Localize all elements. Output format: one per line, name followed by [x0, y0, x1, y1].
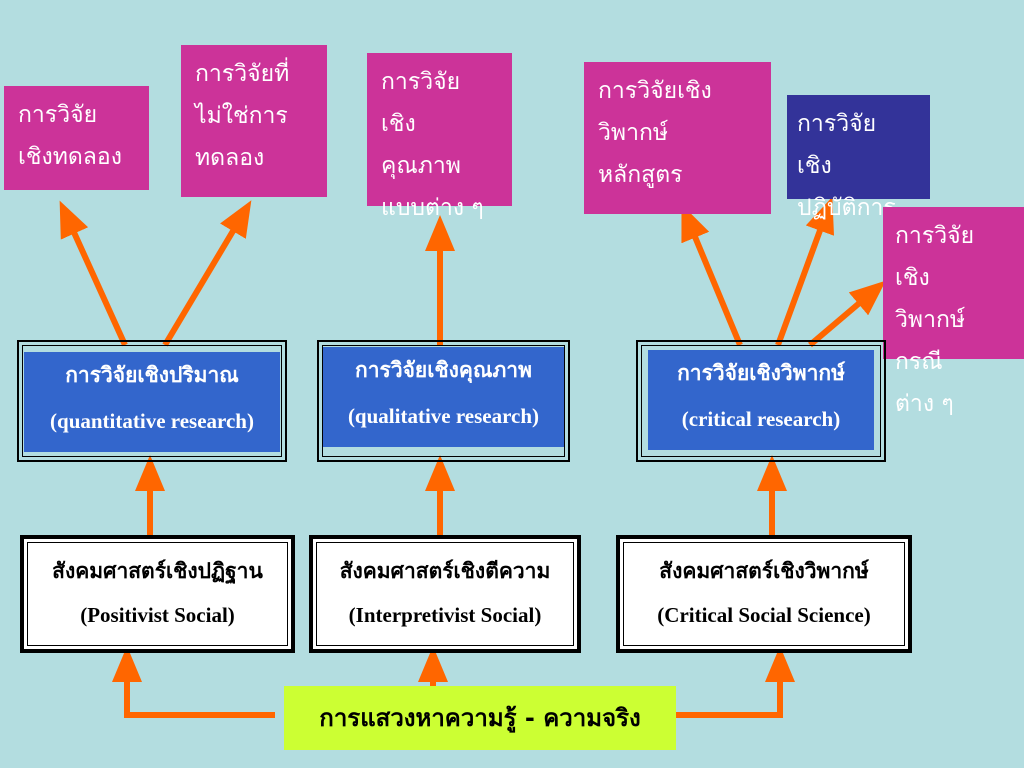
research-label-line: เชิง: [381, 111, 416, 137]
method-qualitative-frame: การวิจัยเชิงคุณภาพ (qualitative research…: [317, 340, 570, 462]
paradigm-english-label: (Interpretivist Social): [348, 603, 542, 627]
paradigm-positivist-box: สังคมศาสตร์เชิงปฏิฐาน (Positivist Social…: [20, 535, 295, 653]
research-label-line: ไม่ใช่การ: [195, 103, 288, 129]
research-label-line: วิพากษ์: [598, 120, 669, 146]
method-thai-label: การวิจัยเชิงคุณภาพ: [355, 358, 532, 382]
paradigm-thai-label: สังคมศาสตร์เชิงวิพากษ์: [659, 559, 869, 583]
research-label-line: คุณภาพ: [381, 153, 461, 179]
research-critical-cases-box: การวิจัย เชิง วิพากษ์ กรณี ต่าง ๆ: [883, 207, 1024, 417]
research-label-line: การวิจัยเชิง: [598, 78, 712, 104]
research-label-line: การวิจัยที่: [195, 61, 290, 87]
research-label-line: แบบต่าง ๆ: [381, 195, 484, 221]
research-label-line: เชิง: [895, 265, 930, 291]
method-quantitative-box: การวิจัยเชิงปริมาณ (quantitative researc…: [24, 352, 280, 452]
method-english-label: (critical research): [681, 407, 841, 431]
paradigm-english-label: (Positivist Social): [80, 603, 235, 627]
root-label: การแสวงหาความรู้ - ความจริง: [319, 704, 641, 732]
paradigm-english-label: (Critical Social Science): [657, 603, 871, 627]
arrow-critical-to-curriculum: [681, 204, 743, 347]
arrow-critical-to-action: [775, 196, 835, 347]
method-critical-frame: การวิจัยเชิงวิพากษ์ (critical research): [636, 340, 886, 462]
arrow-critical-to-cases: [808, 280, 886, 348]
arrow-root-to-critical-social: [655, 646, 795, 718]
research-experimental-box: การวิจัย เชิงทดลอง: [4, 86, 149, 190]
research-label-line: ทดลอง: [195, 145, 265, 171]
method-thai-label: การวิจัยเชิงวิพากษ์: [677, 361, 845, 385]
research-qualitative-types-box: การวิจัย เชิง คุณภาพ แบบต่าง ๆ: [367, 53, 512, 221]
paradigm-thai-label: สังคมศาสตร์เชิงปฏิฐาน: [52, 559, 263, 583]
paradigm-thai-label: สังคมศาสตร์เชิงตีความ: [339, 559, 551, 583]
method-critical-box: การวิจัยเชิงวิพากษ์ (critical research): [648, 350, 874, 450]
arrow-quant-to-nonexperimental: [162, 200, 252, 347]
method-english-label: (qualitative research): [347, 404, 540, 428]
method-english-label: (quantitative research): [50, 409, 254, 433]
research-label-line: การวิจัย: [381, 69, 461, 95]
method-qualitative-box: การวิจัยเชิงคุณภาพ (qualitative research…: [323, 347, 564, 447]
research-label-line: วิพากษ์: [895, 307, 966, 333]
research-action-box: การวิจัย เชิง ปฏิบัติการ: [787, 95, 930, 221]
research-label-line: เชิง: [797, 153, 832, 179]
arrow-root-to-positivist: [112, 646, 275, 718]
method-thai-label: การวิจัยเชิงปริมาณ: [65, 363, 239, 387]
research-label-line: ต่าง ๆ: [895, 391, 954, 417]
research-label-line: ปฏิบัติการ: [797, 195, 896, 221]
root-knowledge-seeking-box: การแสวงหาความรู้ - ความจริง: [284, 686, 676, 750]
paradigm-critical-box: สังคมศาสตร์เชิงวิพากษ์ (Critical Social …: [616, 535, 912, 653]
research-label-line: เชิงทดลอง: [18, 144, 122, 170]
method-quantitative-frame: การวิจัยเชิงปริมาณ (quantitative researc…: [17, 340, 287, 462]
research-label-line: การวิจัย: [797, 111, 877, 137]
paradigm-interpretivist-box: สังคมศาสตร์เชิงตีความ (Interpretivist So…: [309, 535, 581, 653]
research-label-line: กรณี: [895, 349, 943, 375]
research-label-line: การวิจัย: [18, 102, 98, 128]
arrow-quant-to-experimental: [59, 200, 128, 347]
research-label-line: การวิจัย: [895, 223, 975, 249]
research-label-line: หลักสูตร: [598, 162, 683, 188]
research-critical-curriculum-box: การวิจัยเชิง วิพากษ์ หลักสูตร: [584, 62, 771, 214]
research-nonexperimental-box: การวิจัยที่ ไม่ใช่การ ทดลอง: [181, 45, 327, 197]
